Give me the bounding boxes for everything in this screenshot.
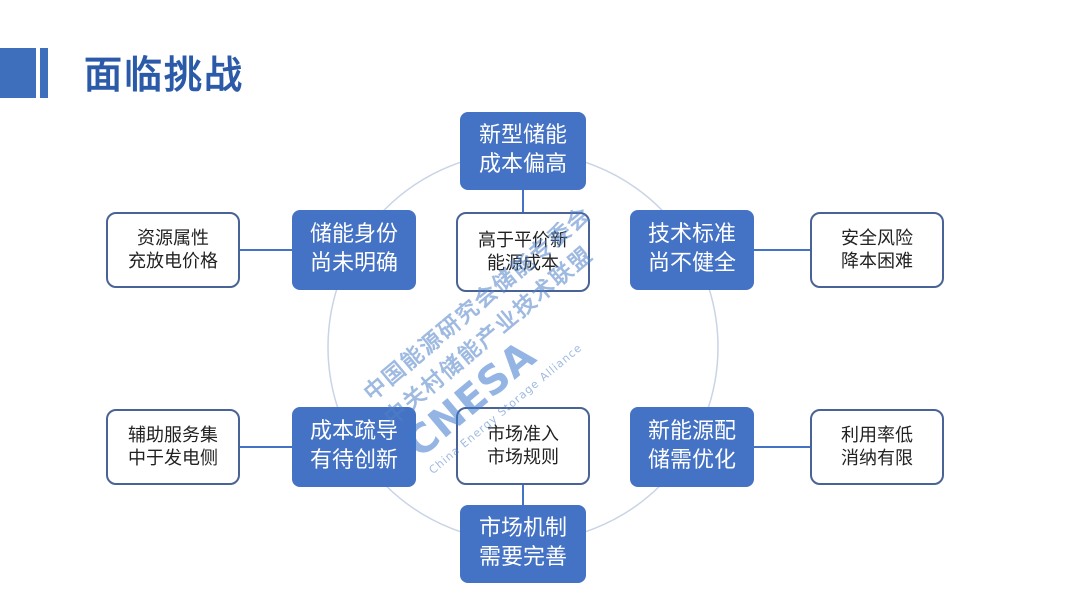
node-line: 辅助服务集: [128, 424, 218, 446]
node-line: 技术标准: [647, 222, 736, 248]
node-line: 充放电价格: [128, 251, 218, 272]
node-tech-standard: 技术标准 尚不健全: [630, 210, 754, 290]
node-line: 尚不健全: [647, 251, 736, 276]
outer-node-safety: 安全风险 降本困难: [810, 212, 944, 288]
node-line: 成本偏高: [478, 152, 567, 177]
outer-node-ancillary: 辅助服务集 中于发电侧: [106, 409, 240, 485]
node-line: 资源属性: [137, 227, 209, 249]
node-line: 中于发电侧: [128, 448, 218, 469]
outer-node-utilization: 利用率低 消纳有限: [810, 409, 944, 485]
node-line: 市场准入: [487, 423, 559, 445]
node-line: 尚未明确: [309, 251, 398, 276]
title-accent-bar-thin: [40, 48, 48, 98]
inner-node-cost: 高于平价新 能源成本: [456, 212, 590, 292]
title-accent-bar: [0, 48, 36, 98]
node-line: 成本疏导: [309, 419, 398, 445]
outer-node-resource: 资源属性 充放电价格: [106, 212, 240, 288]
node-line: 新能源配: [647, 419, 736, 445]
node-cost-high: 新型储能 成本偏高: [460, 112, 586, 190]
inner-node-market: 市场准入 市场规则: [456, 407, 590, 485]
node-line: 新型储能: [478, 123, 567, 149]
node-line: 储能身份: [309, 222, 398, 248]
node-cost-channel: 成本疏导 有待创新: [292, 407, 416, 487]
node-line: 有待创新: [309, 448, 398, 473]
node-line: 需要完善: [478, 545, 567, 570]
node-line: 储需优化: [647, 448, 736, 473]
node-line: 安全风险: [841, 227, 913, 249]
node-line: 利用率低: [841, 424, 913, 446]
node-renewable-storage: 新能源配 储需优化: [630, 407, 754, 487]
node-line: 能源成本: [487, 253, 559, 274]
node-line: 消纳有限: [841, 448, 913, 469]
page-title: 面临挑战: [84, 53, 245, 97]
node-line: 市场规则: [487, 447, 559, 468]
node-line: 降本困难: [841, 251, 913, 272]
node-identity: 储能身份 尚未明确: [292, 210, 416, 290]
node-market-mechanism: 市场机制 需要完善: [460, 505, 586, 583]
node-line: 高于平价新: [478, 229, 568, 251]
node-line: 市场机制: [478, 516, 567, 542]
